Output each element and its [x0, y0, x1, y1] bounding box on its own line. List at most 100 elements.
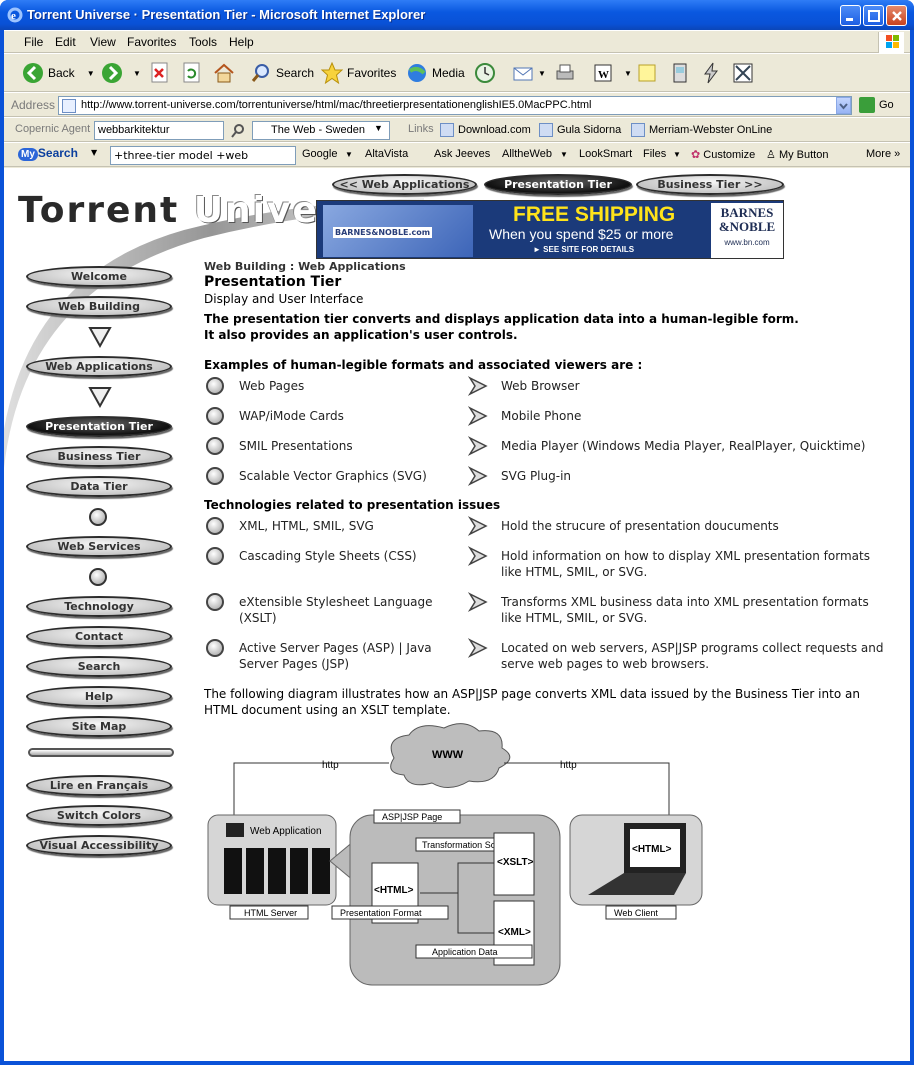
back-button[interactable]: Back ▼	[22, 60, 95, 86]
maximize-button[interactable]	[863, 5, 884, 26]
nav-data-tier[interactable]: Data Tier	[26, 476, 172, 497]
link-gula-sidorna[interactable]: Gula Sidorna	[539, 123, 621, 137]
copernic-search-input[interactable]: webbarkitektur	[94, 121, 224, 140]
refresh-button[interactable]	[181, 60, 207, 86]
mail-icon	[513, 67, 533, 81]
print-button[interactable]	[554, 60, 580, 86]
history-button[interactable]	[474, 60, 500, 86]
search-icon[interactable]	[230, 123, 246, 139]
svg-text:e: e	[11, 10, 16, 22]
menu-bar: File Edit View Favorites Tools Help	[4, 30, 910, 53]
nav-help[interactable]: Help	[26, 686, 172, 707]
chevron-down-icon	[839, 103, 848, 110]
nav-site-map[interactable]: Site Map	[26, 716, 172, 737]
nav-visual-accessibility[interactable]: Visual Accessibility	[26, 835, 172, 856]
nav-business-tier[interactable]: Business Tier	[26, 446, 172, 467]
forward-button[interactable]: ▼	[101, 60, 141, 86]
back-label: Back	[48, 66, 75, 80]
menu-favorites[interactable]: Favorites	[127, 35, 177, 49]
ie-icon: e	[7, 7, 23, 23]
messenger-button[interactable]	[669, 60, 695, 86]
copernic-engine-select[interactable]: The Web - Sweden	[252, 121, 390, 140]
mysearch-more[interactable]: More »	[866, 148, 901, 160]
chevron-down-icon[interactable]: ▼	[374, 123, 383, 133]
pres-format-label: Presentation Format	[340, 908, 422, 918]
stop-button[interactable]	[149, 60, 175, 86]
breadcrumb[interactable]: Web Building : Web Applications	[204, 260, 406, 273]
mysearch-mybutton[interactable]: ♙ My Button	[766, 148, 828, 161]
nav-welcome[interactable]: Welcome	[26, 266, 172, 287]
mysearch-files[interactable]: Files	[643, 148, 667, 160]
advertisement-banner[interactable]: BARNES&NOBLE.com FREE SHIPPING When you …	[316, 200, 784, 259]
menu-file[interactable]: File	[24, 35, 44, 49]
forward-dropdown-icon[interactable]: ▼	[133, 68, 141, 78]
nav-search[interactable]: Search	[26, 656, 172, 677]
nav-presentation-tier[interactable]: Presentation Tier	[26, 416, 172, 437]
mysearch-dropdown-icon[interactable]: ▼	[91, 148, 98, 157]
right-arrow-icon	[468, 466, 488, 486]
link-download[interactable]: Download.com	[440, 123, 531, 137]
discuss-button[interactable]	[636, 60, 662, 86]
copernic-toolbar: Copernic Agent webbarkitektur The Web - …	[4, 117, 910, 142]
link-merriam-webster[interactable]: Merriam-Webster OnLine	[631, 123, 772, 137]
mail-button[interactable]: ▼	[512, 60, 546, 86]
mysearch-looksmart[interactable]: LookSmart	[579, 148, 633, 160]
down-triangle-icon	[88, 387, 112, 409]
home-button[interactable]	[213, 60, 239, 86]
next-page-button[interactable]: Business Tier >>	[636, 174, 784, 195]
mysearch-customize[interactable]: ✿ Customize	[691, 148, 755, 161]
search-label: Search	[276, 66, 315, 80]
right-arrow-icon	[468, 546, 488, 566]
architecture-diagram: WWW http http Web Application ASP|JSP Pa…	[207, 723, 703, 986]
site-logo: Torrent Universe	[18, 190, 389, 231]
nav-web-applications[interactable]: Web Applications	[26, 356, 172, 377]
menu-edit[interactable]: Edit	[55, 35, 76, 49]
server-rack-icon	[224, 848, 330, 894]
edit-button[interactable]: W▼	[592, 60, 632, 86]
current-page-indicator[interactable]: Presentation Tier	[484, 174, 632, 195]
media-button[interactable]: Media	[406, 60, 465, 86]
chevron-down-icon[interactable]: ▼	[673, 150, 681, 159]
www-label: WWW	[432, 749, 464, 761]
nav-technology[interactable]: Technology	[26, 596, 172, 617]
go-button[interactable]: Go	[859, 97, 894, 113]
minimize-button[interactable]	[840, 5, 861, 26]
page-subtitle: Display and User Interface	[204, 292, 364, 306]
stop-icon	[151, 62, 168, 83]
bullet-icon	[206, 593, 224, 611]
research-button[interactable]	[732, 60, 758, 86]
favorites-button[interactable]: Favorites	[321, 60, 396, 86]
nav-web-services[interactable]: Web Services	[26, 536, 172, 557]
tool-button[interactable]	[700, 60, 726, 86]
menu-view[interactable]: View	[90, 35, 116, 49]
back-dropdown-icon[interactable]: ▼	[86, 68, 95, 78]
mysearch-alltheweb[interactable]: AlltheWeb	[502, 148, 552, 160]
bullet-icon	[206, 517, 224, 535]
search-button[interactable]: Search	[250, 60, 314, 86]
menu-tools[interactable]: Tools	[189, 35, 218, 49]
mysearch-google[interactable]: Google	[302, 148, 338, 160]
right-arrow-icon	[468, 592, 488, 612]
nav-contact[interactable]: Contact	[26, 626, 172, 647]
nav-french[interactable]: Lire en Français	[26, 775, 172, 796]
word-edit-icon: W	[594, 64, 612, 82]
app-data-label: Application Data	[432, 947, 498, 957]
nav-web-building[interactable]: Web Building	[26, 296, 172, 317]
chevron-down-icon[interactable]: ▼	[560, 150, 568, 159]
xml-label: <XML>	[498, 927, 531, 938]
address-input[interactable]: http://www.torrent-universe.com/torrentu…	[58, 96, 852, 115]
close-button[interactable]	[886, 5, 907, 26]
mysearch-input[interactable]: +three-tier model +web	[110, 146, 296, 165]
bullet-icon	[206, 639, 224, 657]
nav-switch-colors[interactable]: Switch Colors	[26, 805, 172, 826]
mysearch-askjeeves[interactable]: Ask Jeeves	[434, 148, 491, 160]
mysearch-altavista[interactable]: AltaVista	[365, 148, 409, 160]
chevron-down-icon[interactable]: ▼	[345, 150, 353, 159]
link-mw-label: Merriam-Webster OnLine	[649, 124, 773, 136]
menu-help[interactable]: Help	[229, 35, 254, 49]
edit-dropdown-icon[interactable]: ▼	[624, 68, 632, 78]
address-dropdown-button[interactable]	[836, 97, 851, 114]
prev-page-button[interactable]: << Web Applications	[332, 174, 477, 195]
mail-dropdown-icon[interactable]: ▼	[538, 68, 546, 78]
